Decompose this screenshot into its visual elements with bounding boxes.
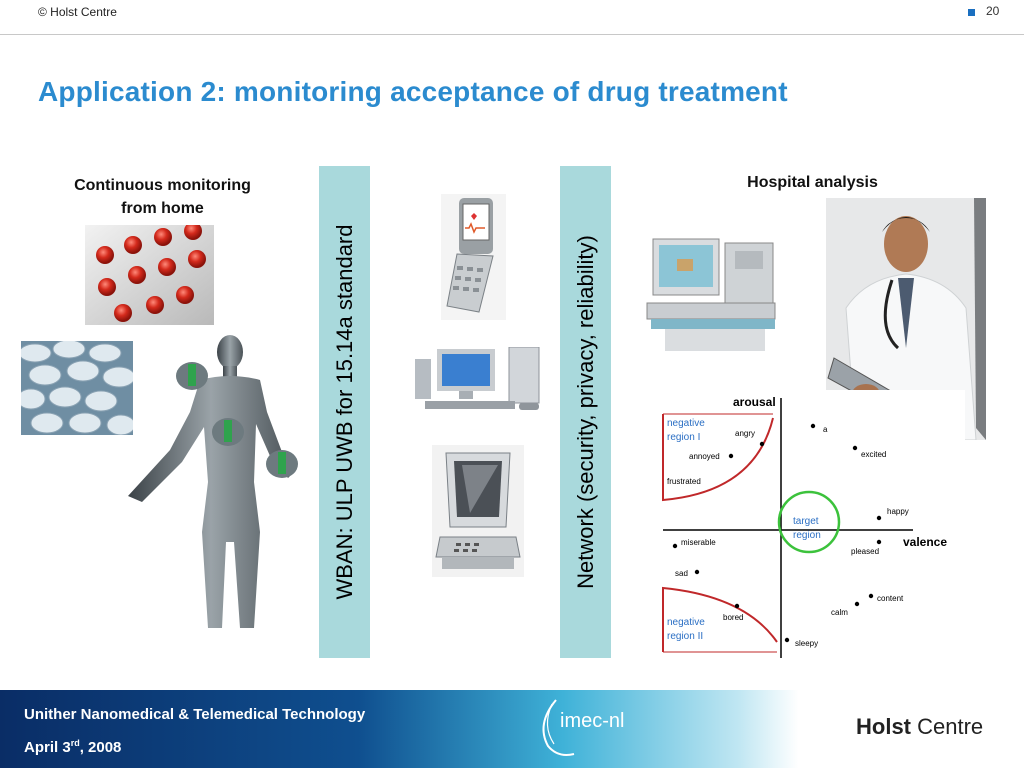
holst-logo-bold: Holst — [856, 714, 911, 739]
holst-logo-regular: Centre — [917, 714, 984, 739]
label-frustrated: frustrated — [667, 477, 701, 486]
page-bullet — [968, 9, 975, 16]
point-excited — [852, 445, 858, 451]
footer-date-prefix: April 3 — [24, 739, 71, 756]
wban-label: WBAN: ULP UWB for 15.14a standard — [331, 224, 357, 600]
slide-title: Application 2: monitoring acceptance of … — [38, 76, 788, 107]
mobile-phone-image — [441, 194, 506, 320]
footer-date-suffix: , 2008 — [79, 739, 122, 756]
imec-logo-text: imec-nl — [560, 710, 625, 732]
network-band: Network (security, privacy, reliability) — [560, 166, 611, 658]
label-pleased: pleased — [851, 547, 879, 556]
wban-band: WBAN: ULP UWB for 15.14a standard — [319, 166, 370, 658]
imec-logo-swirl-icon — [542, 699, 575, 756]
point-a — [810, 423, 816, 429]
network-label: Network (security, privacy, reliability) — [572, 235, 598, 589]
target-region-line-1: target — [793, 516, 819, 527]
label-excited: excited — [861, 450, 886, 459]
label-bored: bored — [723, 613, 743, 622]
hospital-analysis-caption: Hospital analysis — [747, 174, 878, 191]
point-sad — [694, 569, 700, 575]
footer-date: April 3rd, 2008 — [24, 738, 121, 756]
body-sensors-figure — [128, 335, 298, 628]
footer-date-sup: rd — [70, 738, 80, 748]
valence-axis-label: valence — [903, 535, 947, 549]
header-divider — [0, 34, 1024, 35]
region-1-line-1: negative — [667, 418, 705, 429]
region-2-line-2: region II — [667, 631, 703, 642]
point-content — [868, 593, 874, 599]
label-happy: happy — [887, 507, 909, 516]
label-angry: angry — [735, 429, 755, 438]
red-pills-image — [85, 225, 214, 325]
label-sad: sad — [675, 569, 688, 578]
desktop-computer-image — [415, 347, 540, 410]
label-a: a — [823, 425, 828, 434]
point-sleepy — [784, 637, 790, 643]
region-1-line-2: region I — [667, 432, 700, 443]
emotion-circumplex-chart: arousal valence negative region I negati… — [635, 390, 965, 662]
footer-program-title: Unither Nanomedical & Telemedical Techno… — [24, 706, 366, 723]
home-monitoring-caption: Continuous monitoring from home — [40, 174, 285, 220]
holst-centre-logo: Holst Centre — [856, 714, 983, 740]
caption-line-2: from home — [121, 200, 204, 217]
point-bored — [734, 603, 740, 609]
target-region-line-2: region — [793, 530, 821, 541]
caption-line-1: Continuous monitoring — [74, 177, 251, 194]
point-calm — [854, 601, 860, 607]
copyright-text: © Holst Centre — [38, 5, 117, 19]
label-miserable: miserable — [681, 538, 716, 547]
label-annoyed: annoyed — [689, 452, 720, 461]
page-number: 20 — [986, 4, 1000, 18]
arousal-axis-label: arousal — [733, 395, 776, 409]
label-calm: calm — [831, 608, 848, 617]
health-terminal-image — [432, 445, 524, 577]
point-annoyed — [728, 453, 734, 459]
point-miserable — [672, 543, 678, 549]
footer-banner — [0, 690, 1024, 768]
label-content: content — [877, 594, 904, 603]
label-sleepy: sleepy — [795, 639, 818, 648]
white-pills-image — [21, 341, 133, 435]
region-2-line-1: negative — [667, 617, 705, 628]
point-angry — [759, 441, 765, 447]
hospital-workstation-image — [646, 238, 776, 351]
point-happy — [876, 515, 882, 521]
point-pleased — [876, 539, 882, 545]
